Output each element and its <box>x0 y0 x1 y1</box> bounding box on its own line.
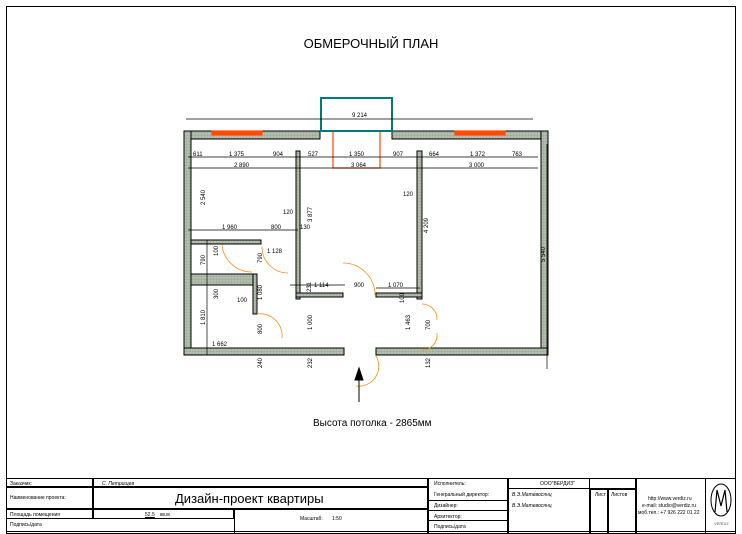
dim: 232 <box>308 357 314 368</box>
dim: 1 000 <box>308 314 314 330</box>
door-wc <box>256 313 283 339</box>
dim: 1 662 <box>212 342 228 348</box>
dim: 1 070 <box>388 283 404 289</box>
entrance-arrow-icon <box>354 366 364 402</box>
dim-overall-width: 9 214 <box>352 113 368 119</box>
dim-overall-height: 5 540 <box>541 246 547 262</box>
dim: 1 810 <box>201 309 207 325</box>
dim-top: 1 375 <box>229 152 245 158</box>
dim: 100 <box>214 245 220 256</box>
door-right-2 <box>421 332 438 351</box>
dim-top: 904 <box>273 152 284 158</box>
dim: 1 114 <box>314 283 329 289</box>
verdiz-logo: VERDIZ <box>710 483 732 526</box>
window-right <box>454 130 506 136</box>
partition-bath-top <box>190 239 262 245</box>
designer-label: Дизайнер: <box>434 503 458 509</box>
dim: 800 <box>258 323 264 334</box>
dim: 132 <box>426 357 432 368</box>
scale-value: 1:50 <box>332 516 342 522</box>
dim-top: 1 350 <box>349 152 365 158</box>
ceiling-height-note: Высота потолка - 2865мм <box>313 418 432 429</box>
dim: 100 <box>237 298 248 304</box>
dim: 100 <box>400 292 406 303</box>
dim: 800 <box>271 225 282 231</box>
director-label: Генеральный директор: <box>434 492 490 498</box>
door-right-1 <box>421 303 438 321</box>
dim: 120 <box>403 192 414 198</box>
outer-wall-left <box>183 130 192 356</box>
dim-mid-height: 3 877 <box>308 206 314 222</box>
sheet-label: Лист <box>595 492 606 498</box>
outer-wall-bottom-right <box>375 347 549 356</box>
dim-top: 527 <box>308 152 319 158</box>
partition-left <box>295 150 301 300</box>
partition-corridor-left <box>295 292 344 298</box>
dimension-lines <box>186 118 548 369</box>
dim-right-height: 4 209 <box>424 217 430 233</box>
area-value: 52.5 <box>145 512 155 518</box>
dim-room-width: 3 064 <box>351 163 367 169</box>
dim: 790 <box>258 252 264 263</box>
director-value: В.Э.Матевосянц <box>512 492 552 498</box>
project-label: Наименование проекта: <box>10 495 66 501</box>
dim-top: 611 <box>193 152 203 158</box>
svg-text:VERDIZ: VERDIZ <box>714 521 729 526</box>
dim: 240 <box>258 357 264 368</box>
dim-top: 664 <box>429 152 440 158</box>
scale-label: Масштаб: <box>300 516 323 522</box>
plan-title: ОБМЕРОЧНЫЙ ПЛАН <box>303 36 439 51</box>
dim-top: 1 372 <box>470 152 486 158</box>
dim: 1 080 <box>258 284 264 300</box>
balcony <box>320 97 393 132</box>
dim-room-width: 2 890 <box>234 163 250 169</box>
dim-top: 763 <box>512 152 523 158</box>
dim: 130 <box>300 225 311 231</box>
door-entrance <box>355 355 380 387</box>
customer-value: С. Петрищев <box>102 481 135 487</box>
dim-top: 907 <box>393 152 404 158</box>
executor-label: Исполнитель: <box>434 481 466 487</box>
sheets-label: Листов <box>611 492 628 498</box>
dim: 900 <box>354 283 365 289</box>
partition-bath-v <box>252 273 258 315</box>
dim: 700 <box>426 319 432 330</box>
sign2-label: Подпись/дата <box>434 524 466 530</box>
window-left <box>211 130 263 136</box>
customer-label: Заказчик: <box>10 481 32 487</box>
door-corridor <box>342 262 376 296</box>
area-label: Площадь помещения <box>10 512 60 518</box>
dim: 790 <box>201 254 207 265</box>
sheet-frame <box>6 6 736 532</box>
dim-room-width: 3 000 <box>469 163 485 169</box>
dim: 300 <box>214 288 220 299</box>
dim: 1 463 <box>406 314 412 330</box>
doors <box>221 244 438 387</box>
website: http://www.verdiz.ru <box>648 496 692 502</box>
dim: 231 <box>307 281 313 292</box>
outer-wall-bottom-left <box>183 347 345 356</box>
partition-bath-mid <box>190 273 258 286</box>
dim-left-height: 2 540 <box>201 189 207 205</box>
dim: 120 <box>283 210 294 216</box>
door-bath-2 <box>261 246 289 274</box>
dim: 1 960 <box>222 225 238 231</box>
dim: 1 128 <box>267 249 283 255</box>
designer-value: В.Э.Матевосянц <box>512 503 552 509</box>
project-value: Дизайн-проект квартиры <box>175 491 324 506</box>
area-unit: кв.м <box>160 512 170 518</box>
phone: моб.тел.: +7 926 222 01 22 <box>638 510 700 516</box>
door-bath-1 <box>221 244 253 273</box>
executor-value: ООО"ВЕРДИЗ" <box>540 481 575 487</box>
partition-corridor-right <box>375 292 423 298</box>
partition-right <box>416 150 423 300</box>
email: e-mail: studio@verdiz.ru <box>642 503 696 509</box>
architect-label: Архитектор: <box>434 514 462 520</box>
sign-label: Подпись/дата <box>10 522 42 528</box>
